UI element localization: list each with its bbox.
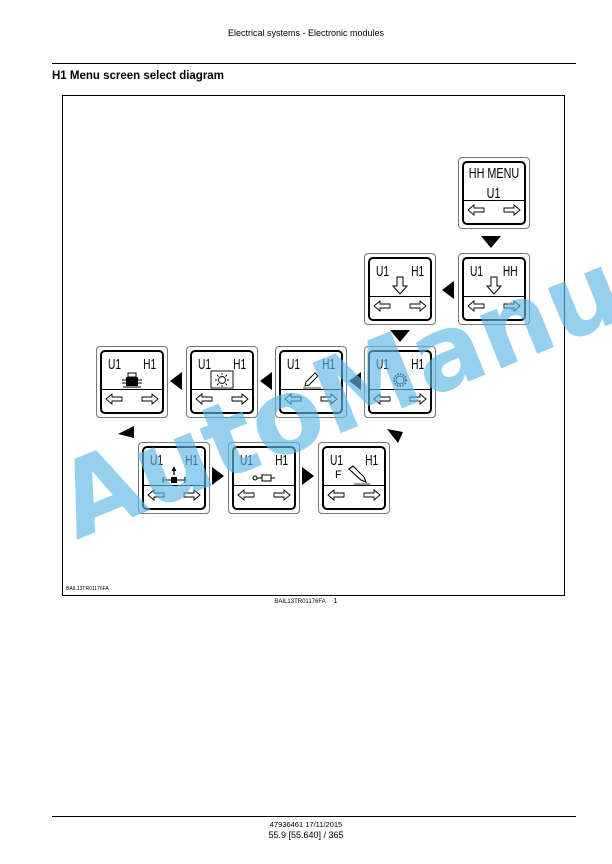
left-right-arrows-icon [467, 300, 521, 312]
figure-caption: BAIL13TR01176FA 1 [0, 598, 612, 605]
footer-page-line: 55.9 [55.640] / 365 [268, 830, 344, 840]
figure-frame [62, 95, 565, 596]
screen-left-label: U1 [376, 356, 390, 373]
footer-rule [52, 816, 576, 817]
screen-u1-h1-gear: U1 H1 [364, 346, 436, 418]
screen-left-label: U1 [376, 263, 390, 280]
screen-u1-h1-down: U1 H1 [364, 253, 436, 325]
screen-u1-hh: U1 HH [458, 253, 530, 325]
left-right-arrows-icon [195, 393, 249, 405]
cylinder-icon [252, 474, 275, 482]
caption-number: 1 [333, 598, 338, 605]
left-right-arrows-icon [373, 393, 427, 405]
screen-u1-h1-f: U1 H1 F [318, 442, 390, 514]
sun-frame-icon [210, 370, 234, 389]
screen-left-label: U1 [150, 452, 164, 469]
screen-left-label: U1 [470, 263, 484, 280]
screen-hh-menu: HH MENU U1 [458, 157, 530, 229]
screen-u1-h1-axle: U1 H1 [138, 442, 210, 514]
section-title: H1 Menu screen select diagram [52, 70, 224, 82]
screen-u1-h1-sun: U1 H1 [186, 346, 258, 418]
flow-arrow-left [442, 281, 454, 299]
engine-icon [122, 372, 142, 388]
screen-left-label: U1 [198, 356, 212, 373]
flow-arrow-down-left [118, 426, 134, 438]
flow-arrow-right [212, 467, 224, 485]
screen-right-label: H1 [142, 356, 156, 373]
pencil-icon [303, 372, 321, 389]
screen-right-label: H1 [410, 356, 424, 373]
flow-arrow-left [260, 372, 272, 390]
down-arrow-icon [485, 276, 503, 295]
screen-right-label: H1 [321, 356, 335, 373]
left-right-arrows-icon [327, 489, 381, 501]
screen-u1-h1-cylinder: U1 H1 [228, 442, 300, 514]
flow-arrow-down-right [387, 429, 403, 443]
left-right-arrows-icon [284, 393, 338, 405]
caption-id: BAIL13TR01176FA [274, 599, 326, 605]
flow-arrow-left [170, 372, 182, 390]
screen-right-label: H1 [232, 356, 246, 373]
pencil-icon [348, 465, 370, 485]
flow-arrow-left [349, 372, 361, 390]
screen-left-label: U1 [240, 452, 254, 469]
screen-menu-title: HH MENU [468, 165, 520, 182]
left-right-arrows-icon [467, 204, 521, 216]
screen-u1-h1-engine: U1 H1 [96, 346, 168, 418]
screen-u1-h1-pencil: U1 H1 [275, 346, 347, 418]
page-header: Electrical systems - Electronic modules [227, 28, 385, 38]
figure-id-label: BAIL13TR01176FA [66, 586, 109, 592]
left-right-arrows-icon [373, 300, 427, 312]
screen-right-label: H1 [184, 452, 198, 469]
gear-icon [393, 373, 407, 387]
screen-right-label: HH [503, 263, 518, 280]
left-right-arrows-icon [105, 393, 159, 405]
left-right-arrows-icon [237, 489, 291, 501]
screen-right-label: H1 [274, 452, 288, 469]
footer-doc-line: 47936461 17/11/2015 [269, 820, 343, 829]
header-rule [52, 63, 576, 64]
screen-left-label: U1 [330, 452, 344, 469]
axle-icon [162, 466, 186, 483]
flow-arrow-right [302, 467, 314, 485]
down-arrow-icon [391, 276, 409, 295]
left-right-arrows-icon [147, 489, 201, 501]
screen-right-label: H1 [364, 452, 378, 469]
flow-arrow-down [390, 330, 410, 342]
f-label: F [335, 469, 342, 481]
screen-left-label: U1 [108, 356, 122, 373]
screen-menu-subtitle: U1 [487, 185, 501, 202]
screen-left-label: U1 [287, 356, 301, 373]
screen-right-label: H1 [410, 263, 424, 280]
flow-arrow-down [481, 236, 501, 248]
